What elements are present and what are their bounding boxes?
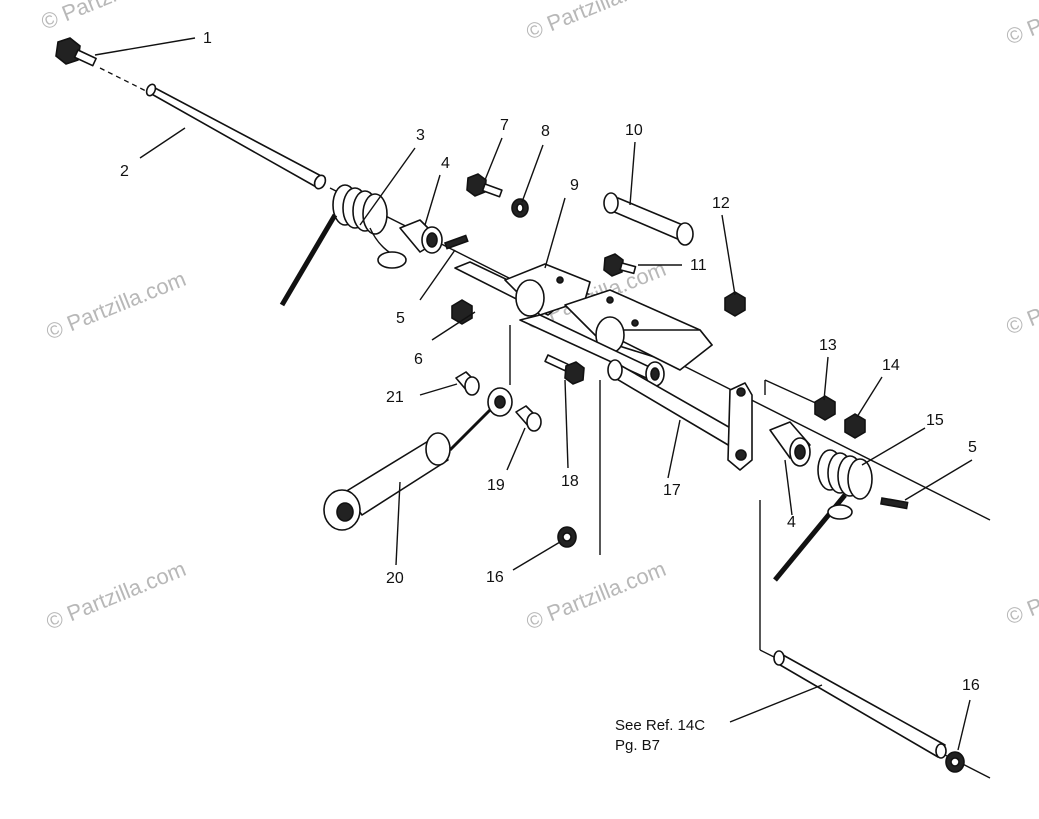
callout-15: 15 [926,412,944,429]
pin-part-5-left [443,234,469,250]
bolt-part-11 [603,253,637,277]
link-arm [727,382,753,471]
callout-21: 21 [386,389,404,406]
callout-1: 1 [203,30,212,47]
reference-note-line-2: Pg. B7 [615,737,660,754]
spring-part-3 [279,184,407,307]
bolt-part-7 [466,173,503,198]
bushing-part-4-right [769,421,811,467]
callout-14: 14 [882,357,900,374]
carrier-part-9 [454,261,713,387]
shaft-part-2 [145,83,327,190]
bolt-part-18 [544,354,585,385]
callout-6: 6 [414,351,423,368]
tube-part-10 [603,192,694,246]
callout-3: 3 [416,127,425,144]
washer-part-8 [511,198,529,218]
callout-4: 4 [441,155,450,172]
callout-5: 5 [396,310,405,327]
pin-part-5-right [880,497,909,510]
shock-part-20 [323,387,513,531]
spacer-part-21 [455,371,480,396]
callout-labels: 1 2 3 4 5 6 7 8 9 10 11 12 13 14 15 5 4 … [120,30,980,694]
callout-11: 11 [690,257,707,274]
callout-9: 9 [570,177,579,194]
washer-part-16-lower [557,526,577,548]
callout-7: 7 [500,117,509,134]
shaft-lower-right [773,650,947,759]
leader-lines [94,37,973,751]
watermark: © Partzilla.com [43,266,190,345]
callout-19: 19 [487,477,505,494]
reference-note-line-1: See Ref. 14C [615,717,705,734]
watermark: © Partzilla.com [43,556,190,635]
callout-4-right: 4 [787,514,796,531]
bushing-part-4-left [399,219,443,254]
reference-note: See Ref. 14C Pg. B7 [615,717,705,754]
callout-18: 18 [561,473,579,490]
callout-2: 2 [120,163,129,180]
bolt-part-1 [55,37,97,67]
spring-part-15 [773,449,873,582]
nut-part-14 [844,413,866,439]
spacer-part-19 [515,405,542,432]
nut-part-12 [724,291,746,317]
watermark: © Partzilla.com [523,0,670,45]
callout-5-right: 5 [968,439,977,456]
callout-17: 17 [663,482,681,499]
callout-12: 12 [712,195,730,212]
callout-16-lower: 16 [486,569,504,586]
watermark: © Partzilla.com [1003,0,1039,50]
watermark: © Partzilla.com [1003,551,1039,630]
callout-8: 8 [541,123,550,140]
watermark: © Partzilla.com [523,556,670,635]
watermark: © Partzilla.com [38,0,185,35]
callout-20: 20 [386,570,404,587]
nut-part-13 [814,395,836,421]
callout-16-right: 16 [962,677,980,694]
callout-13: 13 [819,337,837,354]
watermark: © Partzilla.com [1003,261,1039,340]
washer-part-16-right [945,751,965,773]
callout-10: 10 [625,122,643,139]
